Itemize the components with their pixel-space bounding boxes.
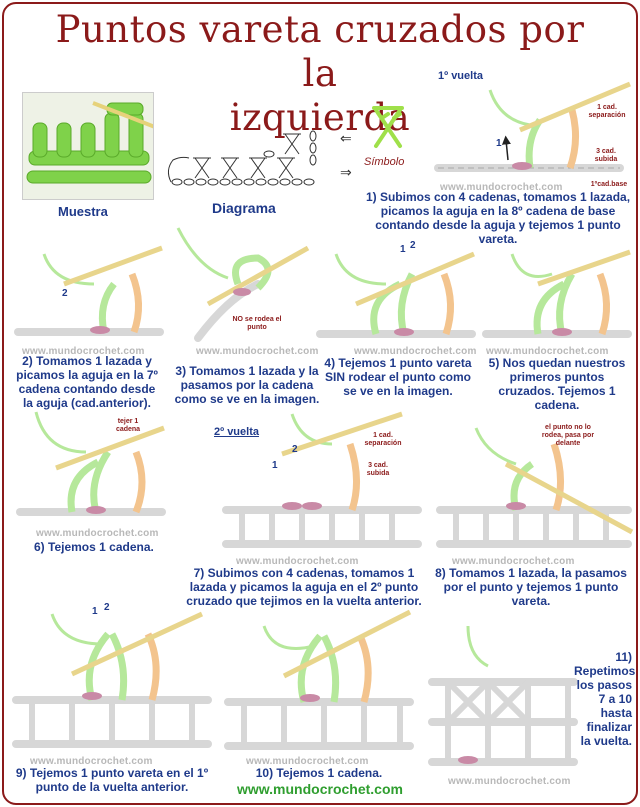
step8-caption: 8) Tomamos 1 lazada, la pasamos por el p… — [435, 566, 627, 608]
watermark-3: www.mundocrochet.com — [196, 346, 319, 357]
watermark-8: www.mundocrochet.com — [452, 556, 575, 567]
label-no-rodea: NO se rodea el punto — [232, 316, 282, 331]
step7-number-2: 2 — [292, 444, 298, 455]
label-no-lo-rodea: el punto no lo rodea, pasa por delante — [541, 424, 595, 447]
watermark-5: www.mundocrochet.com — [486, 346, 609, 357]
step7-number-1: 1 — [272, 460, 278, 471]
label-tejer-1-cadena: tejer 1 cadena — [115, 418, 141, 433]
step5-illustration — [482, 249, 632, 338]
step1-number-1: 1 — [496, 138, 502, 149]
step3-illustration — [176, 227, 310, 342]
label-7-separacion: 1 cad. separación — [364, 432, 402, 447]
arrow-left-icon: ⇐ — [340, 130, 352, 146]
footer-url[interactable]: www.mundocrochet.com — [237, 781, 403, 797]
step8-illustration — [436, 427, 634, 548]
vuelta2-label: 2º vuelta — [214, 426, 259, 438]
step7-caption: 7) Subimos con 4 cadenas, tomamos 1 laza… — [186, 566, 422, 608]
step7-illustration — [222, 411, 422, 548]
watermark-2: www.mundocrochet.com — [22, 346, 145, 357]
step3-caption: 3) Tomamos 1 lazada y la pasamos por la … — [174, 364, 320, 406]
label-1-cad-separacion: 1 cad. separación — [588, 104, 626, 119]
step2-caption: 2) Tomamos 1 lazada y picamos la aguja e… — [16, 354, 158, 410]
step2-illustration — [14, 245, 164, 336]
step5-caption: 5) Nos quedan nuestros primeros puntos c… — [488, 356, 626, 412]
watermark-7: www.mundocrochet.com — [236, 556, 359, 567]
step9-number-2: 2 — [104, 602, 110, 613]
step4-illustration — [316, 251, 476, 338]
step1-caption: 1) Subimos con 4 cadenas, tomamos 1 laza… — [365, 190, 631, 246]
step10-illustration — [224, 609, 414, 750]
label-3-cad-subida: 3 cad. subida — [594, 148, 618, 163]
step9-caption: 9) Tejemos 1 punto vareta en el 1º punto… — [15, 766, 209, 794]
label-base: 1ºcad.base — [590, 181, 628, 188]
watermark-4: www.mundocrochet.com — [354, 346, 477, 357]
arrow-right-icon: ⇒ — [340, 164, 352, 180]
watermark-10: www.mundocrochet.com — [246, 756, 369, 767]
diagrama-label: Diagrama — [212, 200, 276, 216]
step4-number-2: 2 — [410, 240, 416, 251]
watermark-6: www.mundocrochet.com — [36, 528, 159, 539]
symbol-icon — [372, 106, 404, 148]
chart-diagram — [167, 130, 317, 186]
step11-caption: 11) Repetimos los pasos 7 a 10 hasta fin… — [574, 650, 636, 748]
label-7-subida: 3 cad. subida — [366, 462, 390, 477]
step1-illustration — [434, 81, 631, 172]
sample-photo — [22, 92, 154, 200]
watermark-1: www.mundocrochet.com — [440, 182, 563, 193]
step2-number-2: 2 — [62, 288, 68, 299]
watermark-9: www.mundocrochet.com — [30, 756, 153, 767]
vuelta1-label: 1º vuelta — [438, 70, 483, 82]
step9-illustration — [12, 611, 212, 748]
step10-caption: 10) Tejemos 1 cadena. — [255, 766, 383, 780]
step6-caption: 6) Tejemos 1 cadena. — [34, 540, 154, 554]
step11-illustration — [428, 625, 578, 766]
simbolo-label: Símbolo — [364, 156, 405, 168]
step9-number-1: 1 — [92, 606, 98, 617]
step6-illustration — [16, 411, 166, 516]
muestra-label: Muestra — [58, 204, 108, 219]
title-line-1: Puntos vareta cruzados por la — [55, 8, 585, 95]
sample-photo-illustration — [26, 101, 153, 184]
step4-number-1: 1 — [400, 244, 406, 255]
watermark-11: www.mundocrochet.com — [448, 776, 571, 787]
step4-caption: 4) Tejemos 1 punto vareta SIN rodear el … — [324, 356, 472, 398]
